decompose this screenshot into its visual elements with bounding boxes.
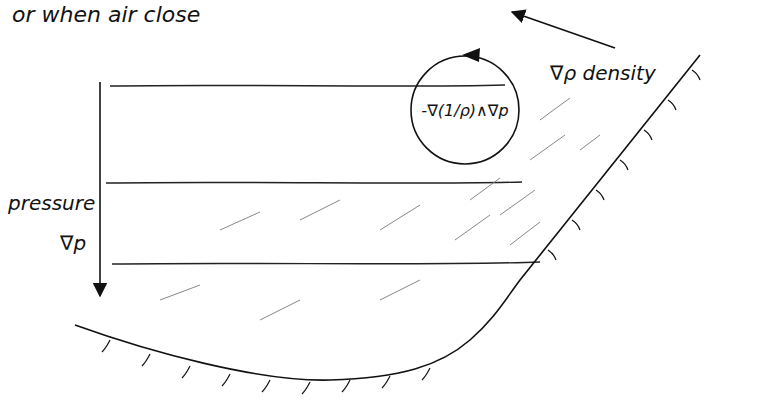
shading-strokes xyxy=(160,98,600,320)
isobar-lines xyxy=(106,85,540,264)
circle-outline xyxy=(411,56,519,164)
ground-outline xyxy=(75,55,700,380)
vorticity-circle: -∇(1/ρ)∧∇p xyxy=(410,55,520,165)
symbol-label: ∇p xyxy=(60,232,86,255)
pressure-gradient-arrow xyxy=(99,82,101,296)
gradient-label: ∇ρ density xyxy=(550,62,656,85)
ground-hatching xyxy=(102,70,700,394)
note-text: or when air close xyxy=(12,2,200,27)
axis-label: pressure xyxy=(8,192,95,215)
density-gradient-arrow xyxy=(512,12,615,48)
circle-text: -∇(1/ρ)∧∇p xyxy=(421,101,508,120)
rotation-arrowhead xyxy=(462,48,480,62)
